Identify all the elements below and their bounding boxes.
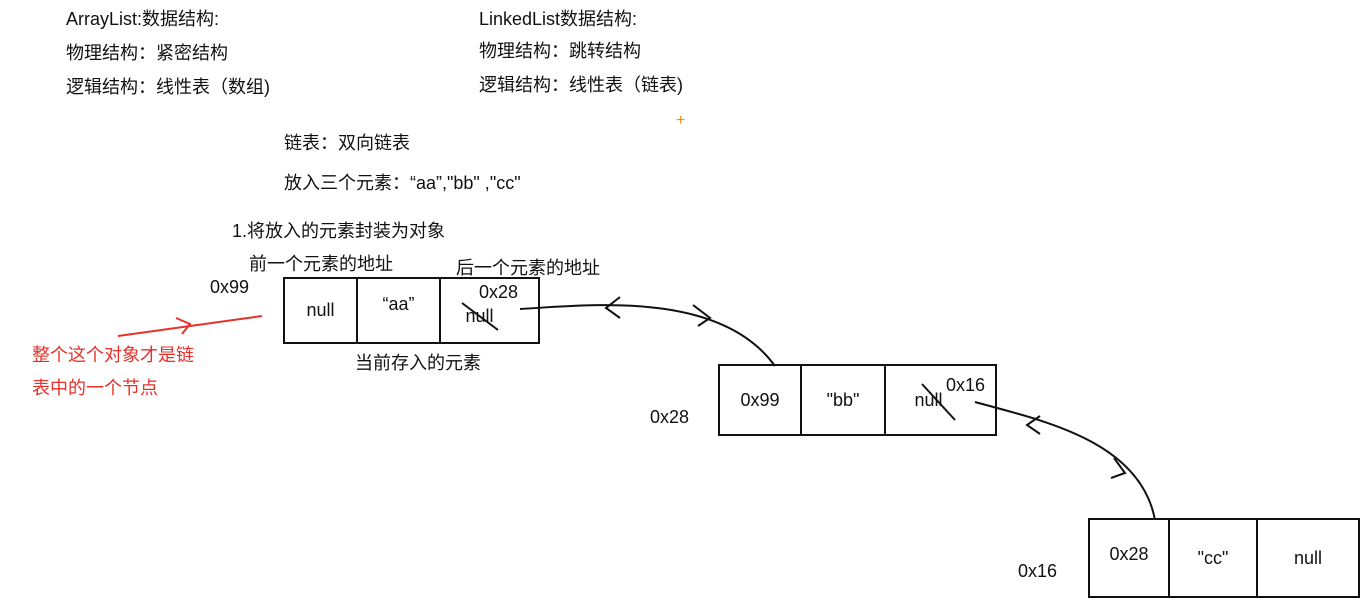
node2-next-old: null (914, 389, 943, 410)
node3-value: "cc" (1197, 547, 1229, 568)
red-pointer-arrowhead (175, 317, 192, 335)
node2-prev-cell: 0x99 (720, 366, 802, 434)
node1-prev-cell: null (285, 279, 358, 342)
node1-address: 0x99 (210, 277, 250, 297)
prev-address-label: 前一个元素的地址 (249, 254, 393, 274)
doubly-linked-label: 链表：双向链表 (284, 133, 410, 153)
node-note-line2: 表中的一个节点 (32, 378, 158, 398)
arrow-right-1 (692, 304, 712, 327)
linkedlist-logical: 逻辑结构：线性表（链表) (479, 75, 683, 95)
node1-next-old: null (465, 306, 494, 326)
node3-next-cell: null (1258, 520, 1358, 596)
node2-next-new: 0x16 (946, 375, 986, 395)
node3-address: 0x16 (1018, 561, 1058, 581)
step1-label: 1.将放入的元素封装为对象 (232, 221, 446, 241)
next-address-label: 后一个元素的地址 (456, 258, 600, 278)
linkedlist-title: LinkedList数据结构: (479, 9, 638, 29)
node-note-line1: 整个这个对象才是链 (32, 345, 194, 365)
node2-address: 0x28 (650, 407, 690, 427)
link-2-3 (974, 401, 1156, 521)
node2-prev: 0x99 (740, 389, 780, 410)
arraylist-physical: 物理结构：紧密结构 (66, 43, 228, 63)
node3-value-cell: "cc" (1170, 520, 1258, 596)
red-pointer-line (117, 315, 263, 337)
node1-next-new: 0x28 (479, 282, 519, 302)
arrow-right-2 (1110, 457, 1127, 479)
node3-prev-cell: 0x28 (1090, 520, 1170, 596)
node1-value: “aa” (382, 294, 415, 314)
arraylist-title: ArrayList:数据结构: (66, 9, 220, 29)
link-1-2 (519, 304, 776, 367)
arrow-left-1 (604, 296, 621, 319)
node1-prev: null (306, 300, 335, 320)
linkedlist-physical: 物理结构：跳转结构 (479, 41, 641, 61)
current-element-label: 当前存入的元素 (355, 353, 481, 373)
node3-next: null (1293, 547, 1323, 568)
node1-value-cell: “aa” (358, 279, 441, 342)
three-elements-label: 放入三个元素：“aa”,"bb" ,"cc" (284, 173, 521, 193)
node3-prev: 0x28 (1109, 543, 1149, 564)
node-3: 0x28 "cc" null (1088, 518, 1360, 598)
arraylist-logical: 逻辑结构：线性表（数组) (66, 77, 270, 97)
node2-value-cell: "bb" (802, 366, 886, 434)
node2-value: "bb" (826, 389, 860, 410)
cursor-plus-icon: + (676, 112, 686, 129)
arrow-left-2 (1025, 415, 1041, 435)
